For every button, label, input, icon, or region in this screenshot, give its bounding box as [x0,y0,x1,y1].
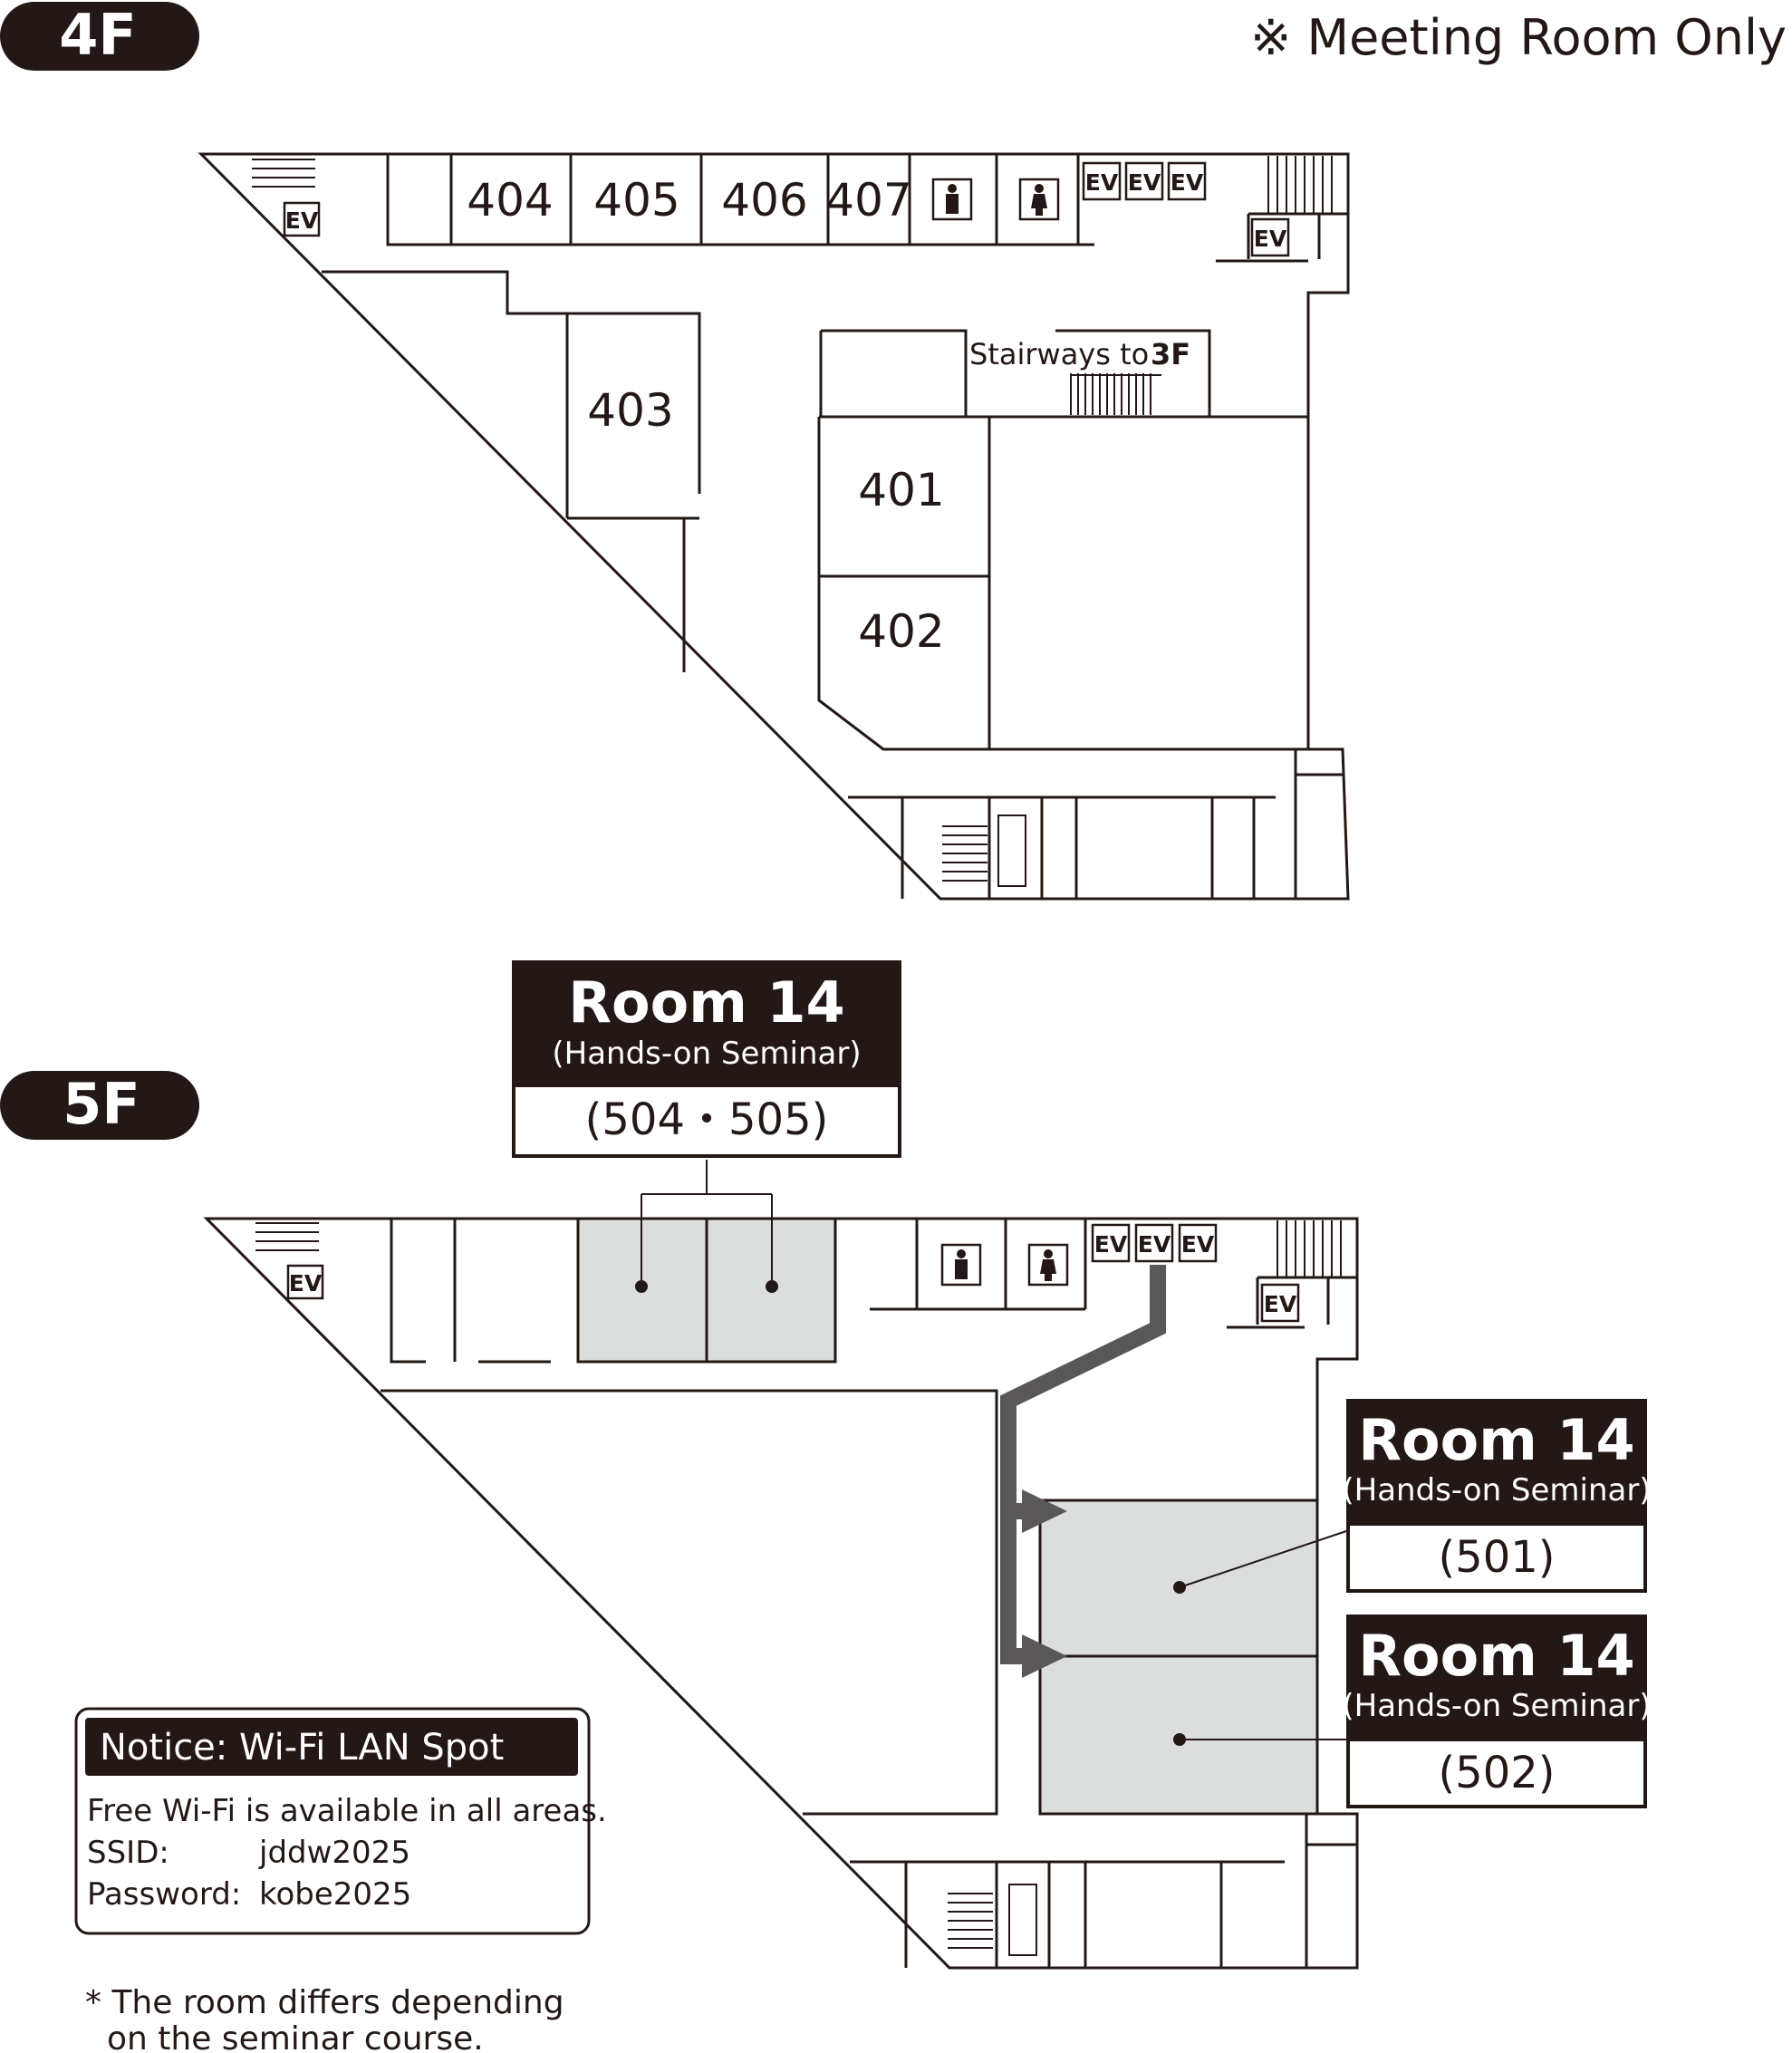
callout-room-14-501: Room 14 (Hands-on Seminar) (501) [1342,1399,1652,1593]
floor-5f-plan: EV EV EV EV EV [203,1160,1359,1970]
meeting-room-note: ※ Meeting Room Only [1250,9,1787,66]
stairs-icon [948,1893,993,1949]
callout-subtitle: (Hands-on Seminar) [1342,1472,1651,1508]
room-404-label: 404 [467,174,553,227]
room-403-walls [322,270,701,672]
callout-title: Room 14 [1358,1623,1634,1689]
room-406-label: 406 [721,174,807,227]
halls-5f [381,1325,1317,1816]
core-5f [1256,1276,1357,1325]
room-502-marker [1173,1733,1186,1746]
elevator-icon: EV [286,1264,324,1300]
notice-ssid-label: SSID: [87,1835,169,1871]
room-403-label: 403 [587,384,673,437]
floor-5f-label: 5F [63,1071,140,1137]
stairs-floor-label: 3F [1151,337,1190,371]
notice-password-label: Password: [87,1876,241,1913]
callout-subtitle: (Hands-on Seminar) [552,1036,861,1072]
stairs-icon [942,825,988,882]
room-row-5f [390,1219,1087,1364]
stairs-icon [1277,1220,1342,1277]
elevator-icon: EV [1091,1223,1131,1263]
restroom-women-icon [1018,178,1060,221]
floor-4f-plan: Stairways to 3F EV EV EV EV EV [198,152,1350,901]
core-4f [1216,212,1348,263]
notice-free-wifi: Free Wi-Fi is available in all areas. [87,1793,607,1829]
notice-ssid-value: jddw2025 [258,1835,410,1871]
room-407-label: 407 [825,174,911,227]
svg-text:EV: EV [285,207,319,234]
callout-rooms: (501) [1438,1532,1555,1583]
stairs-icon [255,1222,319,1251]
callout-subtitle: (Hands-on Seminar) [1342,1688,1651,1724]
callout-rooms: (502) [1438,1748,1555,1798]
stairs-label: Stairways to [969,337,1149,371]
floor-4f-outline [198,152,1350,901]
callout-title: Room 14 [1358,1407,1634,1473]
elevator-icon: EV [283,201,321,237]
stairs-icon [1070,373,1161,415]
notice-title: Notice: Wi-Fi LAN Spot [100,1727,504,1769]
svg-text:EV: EV [1171,169,1204,196]
route-arrow-icon [1000,1265,1166,1678]
svg-text:EV: EV [289,1270,323,1296]
shaft-5f [1008,1884,1037,1956]
svg-text:EV: EV [1128,169,1161,196]
footnote-line-1: * The room differs depending [85,1984,564,2021]
room-401-label: 401 [858,464,944,516]
floor-5f-badge: 5F [0,1071,199,1140]
floor-4f-label: 4F [59,2,137,68]
floor-4f-pill [0,2,199,71]
leader-504-505 [641,1160,773,1287]
service-strip-5f [850,1814,1357,1968]
room-501-marker [1173,1581,1186,1594]
service-strip-4f [848,749,1344,899]
restroom-men-icon [940,1243,982,1287]
elevator-icon: EV [1124,161,1164,201]
callout-rooms: (504・505) [585,1094,829,1145]
notice-password-value: kobe2025 [259,1876,411,1913]
room-402-label: 402 [858,605,944,658]
elevator-icon: EV [1178,1223,1218,1263]
restroom-men-icon [931,178,973,221]
callout-room-14-504-505: Room 14 (Hands-on Seminar) (504・505) [512,960,901,1158]
restroom-women-icon [1027,1243,1069,1287]
callout-title: Room 14 [568,969,844,1036]
floor-5f-pill [0,1071,199,1140]
svg-text:EV: EV [1094,1231,1128,1258]
svg-text:EV: EV [1138,1231,1171,1258]
svg-text:EV: EV [1254,226,1287,252]
elevator-icon: EV [1250,217,1290,257]
footnote-line-2: on the seminar course. [107,2020,484,2053]
stairs-icon [252,159,315,188]
shaft-4f [997,814,1026,887]
rooms-401-402-walls [817,329,1308,751]
wifi-notice: Notice: Wi-Fi LAN Spot Free Wi-Fi is ava… [74,1707,607,1935]
svg-text:EV: EV [1264,1291,1297,1317]
room-501 [1038,1499,1319,1658]
svg-text:EV: EV [1085,169,1119,196]
elevator-icon: EV [1134,1223,1174,1263]
elevator-icon: EV [1082,161,1122,201]
callout-room-14-502: Room 14 (Hands-on Seminar) (502) [1342,1614,1652,1808]
room-504-marker [635,1280,648,1293]
room-405-label: 405 [593,174,679,227]
room-505-marker [766,1280,778,1293]
stairs-icon [1267,156,1333,214]
elevator-icon: EV [1260,1283,1300,1323]
elevator-icon: EV [1167,161,1207,201]
svg-text:EV: EV [1181,1231,1215,1258]
leader-501 [1179,1530,1347,1588]
room-row-4f [386,154,1094,246]
floor-4f-badge: 4F [0,2,199,71]
